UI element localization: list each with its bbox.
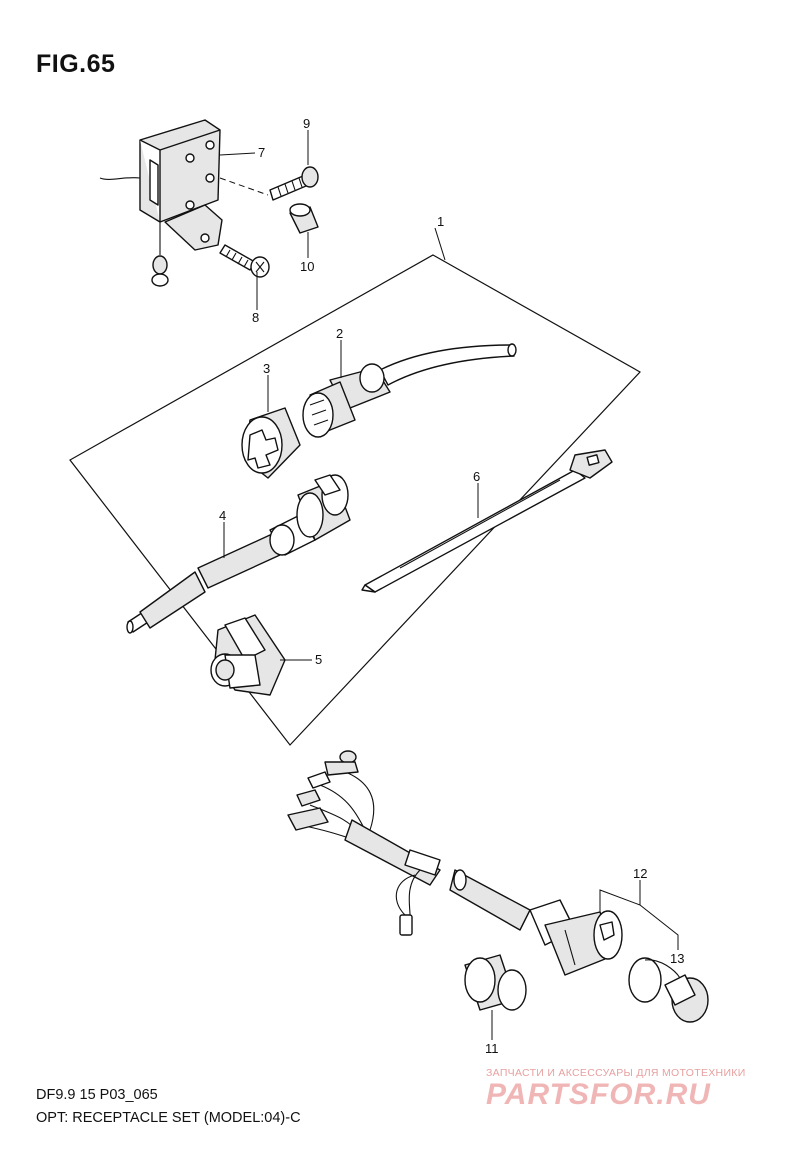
callout-9: 9	[303, 116, 310, 131]
screw-part-9	[269, 166, 319, 201]
wiring-harness	[287, 750, 576, 946]
callout-4: 4	[219, 508, 226, 523]
callout-6: 6	[473, 469, 480, 484]
socket-part-12	[544, 910, 623, 976]
grommet-part-11	[464, 954, 527, 1011]
watermark-logo: PARTSFOR.RU	[486, 1078, 711, 1111]
cable-tie-part-6	[361, 449, 613, 593]
callout-10: 10	[300, 259, 314, 274]
cap-part-3	[241, 407, 301, 479]
callout-2: 2	[336, 326, 343, 341]
diagram-description: OPT: RECEPTACLE SET (MODEL:04)-C	[36, 1110, 301, 1126]
receptacle-part-2	[302, 343, 517, 438]
callout-7: 7	[258, 145, 265, 160]
bracket-part-7	[99, 119, 269, 287]
cap-part-13	[628, 957, 709, 1023]
screw-part-8	[219, 244, 270, 278]
callout-13: 13	[670, 951, 684, 966]
callout-11: 11	[485, 1041, 499, 1056]
callout-5: 5	[315, 652, 322, 667]
kit-outline	[69, 254, 641, 746]
figure-title: FIG.65	[36, 50, 116, 78]
callout-8: 8	[252, 310, 259, 325]
diagram-code: DF9.9 15 P03_065	[36, 1087, 158, 1103]
plug-part-4	[126, 474, 351, 634]
watermark-tagline: ЗАПЧАСТИ И АКСЕССУАРЫ ДЛЯ МОТОТЕХНИКИ	[486, 1067, 746, 1079]
callout-1: 1	[437, 214, 444, 229]
grommet-part-5	[210, 614, 286, 696]
callout-3: 3	[263, 361, 270, 376]
callout-12: 12	[633, 866, 647, 881]
collar-part-10	[289, 203, 319, 234]
